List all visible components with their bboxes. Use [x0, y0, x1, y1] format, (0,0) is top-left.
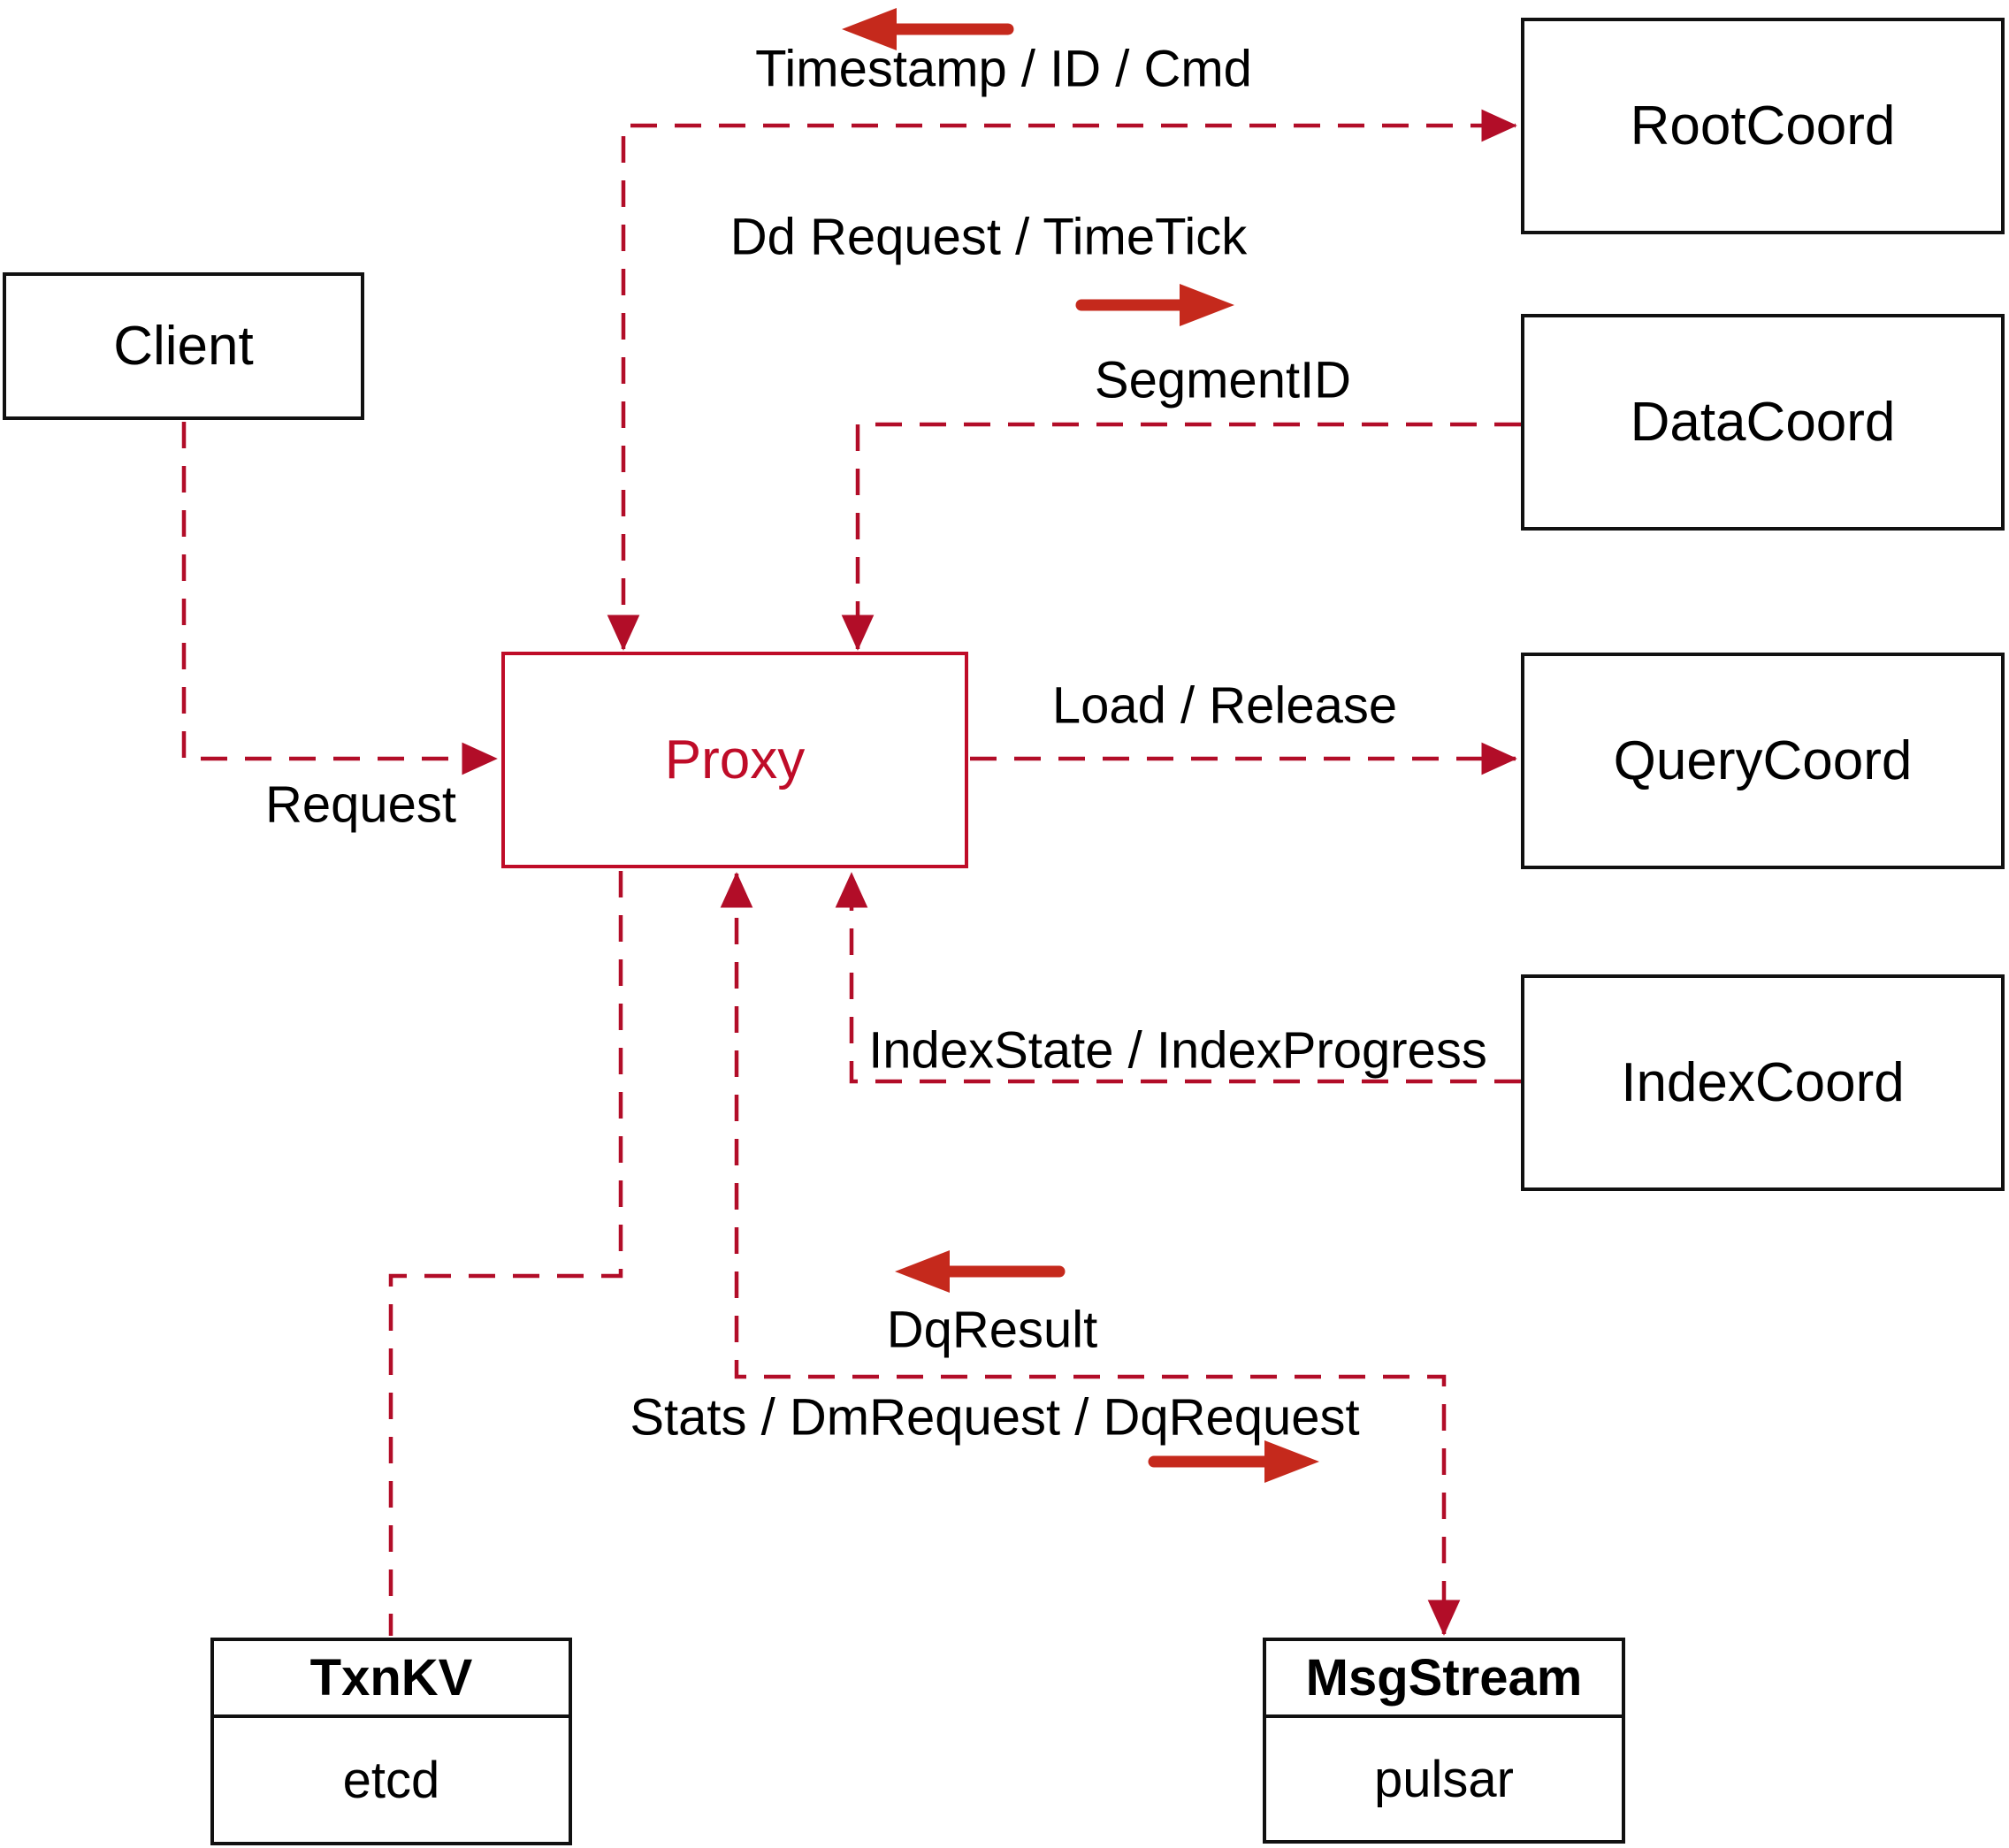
timestamp-left-arrow-icon	[842, 8, 1014, 50]
node-proxy: Proxy	[501, 652, 968, 868]
node-querycoord: QueryCoord	[1521, 653, 2005, 869]
stats-right-arrow-icon	[1148, 1440, 1319, 1483]
node-rootcoord: RootCoord	[1521, 18, 2005, 234]
edge-label-load-release: Load / Release	[1051, 676, 1398, 735]
edge-label-index-state-progress: IndexState / IndexProgress	[868, 1021, 1487, 1080]
edge-proxy-rootcoord	[607, 109, 1517, 651]
node-rootcoord-label: RootCoord	[1630, 95, 1896, 157]
node-txnkv-impl: etcd	[342, 1751, 440, 1809]
dq-result-left-arrow-icon	[895, 1250, 1066, 1293]
node-querycoord-label: QueryCoord	[1613, 730, 1913, 791]
node-datacoord-label: DataCoord	[1630, 392, 1896, 453]
edge-label-request: Request	[264, 775, 457, 834]
edge-client-proxy	[181, 422, 498, 775]
node-indexcoord: IndexCoord	[1521, 974, 2005, 1191]
node-client-label: Client	[113, 316, 254, 377]
node-msgstream: MsgStream pulsar	[1263, 1638, 1625, 1844]
edge-datacoord-proxy	[841, 422, 1521, 651]
edge-label-dq-result: DqResult	[886, 1301, 1098, 1359]
edge-label-stats-dm-dq: Stats / DmRequest / DqRequest	[630, 1388, 1360, 1447]
node-proxy-label: Proxy	[664, 729, 806, 790]
node-indexcoord-label: IndexCoord	[1621, 1052, 1905, 1113]
edge-label-segment-id: SegmentID	[1094, 351, 1352, 409]
node-txnkv: TxnKV etcd	[210, 1638, 572, 1845]
node-msgstream-impl: pulsar	[1374, 1750, 1514, 1808]
edge-proxy-txnkv	[388, 871, 623, 1636]
edge-proxy-msgstream	[720, 872, 1461, 1636]
node-client: Client	[3, 272, 364, 420]
node-msgstream-title: MsgStream	[1266, 1641, 1622, 1718]
node-txnkv-title: TxnKV	[214, 1641, 569, 1718]
dd-request-right-arrow-icon	[1075, 284, 1234, 326]
node-datacoord: DataCoord	[1521, 314, 2005, 531]
edge-label-timestamp-id-cmd: Timestamp / ID / Cmd	[755, 40, 1252, 98]
edge-label-dd-request-timetick: Dd Request / TimeTick	[730, 208, 1248, 266]
